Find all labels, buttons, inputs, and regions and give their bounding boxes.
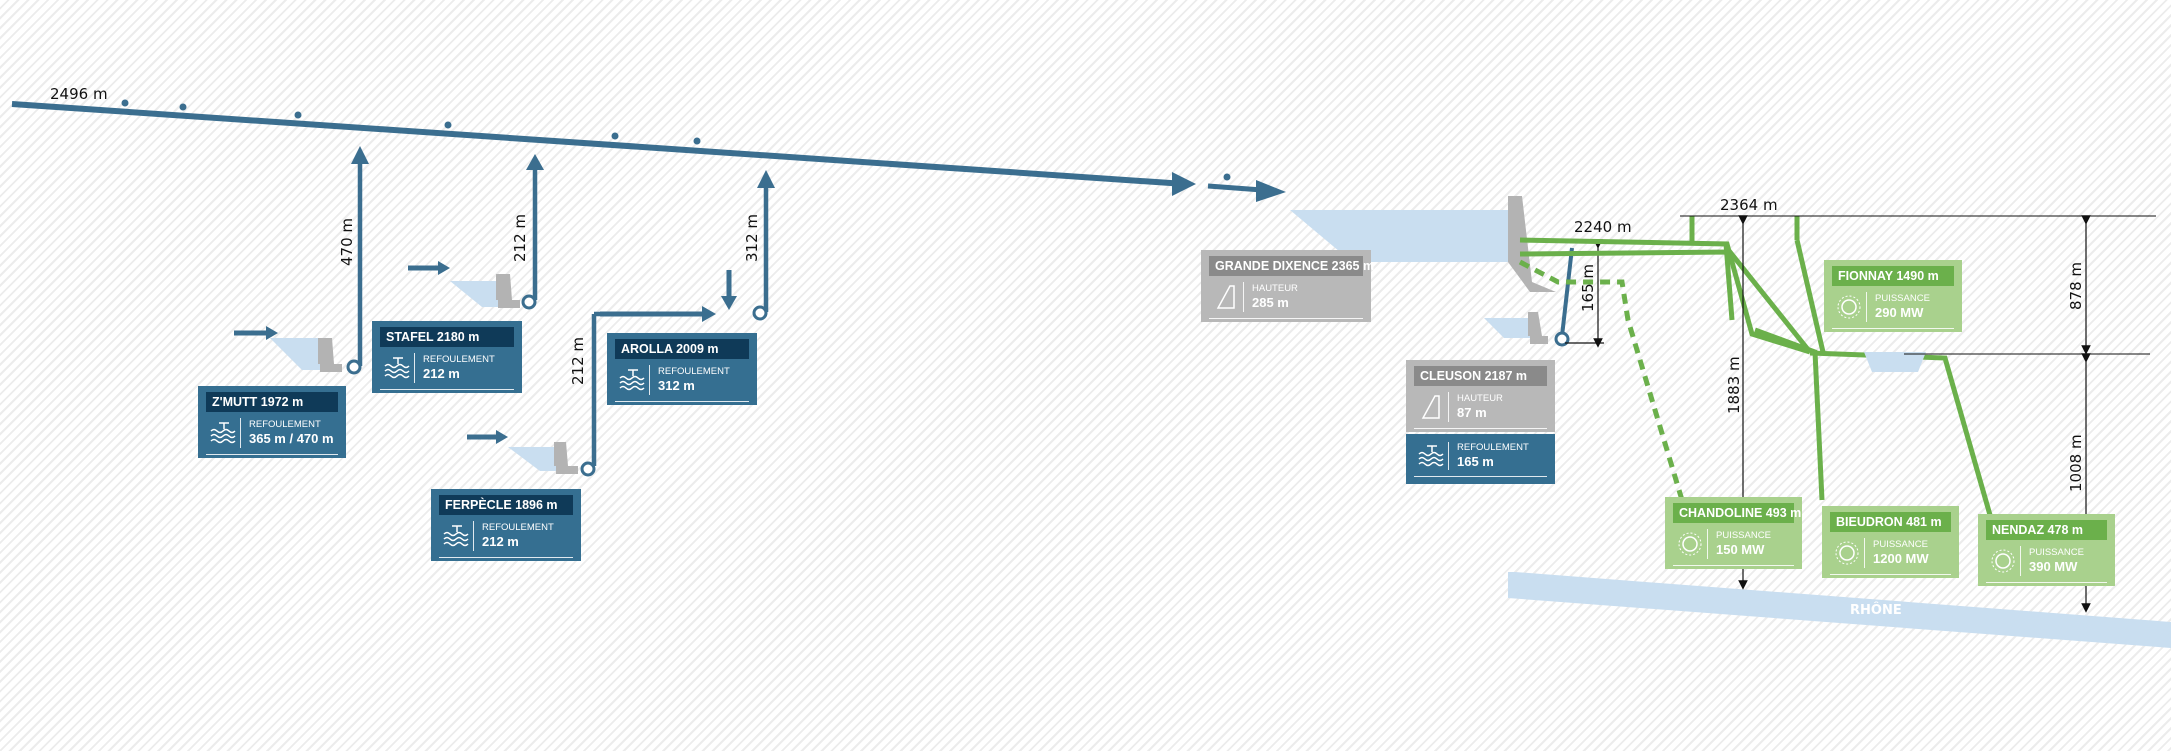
cleuson-card[interactable]: CLEUSON 2187 m HAUTEUR 87 m	[1406, 360, 1555, 432]
ferpecle-label: REFOULEMENT	[482, 522, 554, 533]
cleuson-dam	[1528, 312, 1542, 336]
right-top-label: 2364 m	[1720, 196, 1778, 214]
grande-dixence-dam	[1508, 196, 1556, 292]
cleuson-pump-circle	[1554, 331, 1570, 347]
cleuson-pump-card[interactable]: REFOULEMENT 165 m	[1406, 434, 1555, 484]
nendaz-card[interactable]: NENDAZ 478 m PUISSANCE 390 MW	[1978, 514, 2115, 586]
turbine-icon	[1832, 292, 1867, 322]
cleuson-label: HAUTEUR	[1457, 393, 1503, 404]
fionnay-value: 290 MW	[1875, 305, 1924, 320]
stafel-value: 212 m	[423, 366, 460, 381]
fionnay-drop-label: 878 m	[2067, 262, 2085, 310]
river-label: RHÔNE	[1850, 602, 1902, 618]
stafel-station	[408, 154, 544, 310]
cleuson-value: 87 m	[1457, 405, 1487, 420]
pump-icon	[439, 521, 474, 551]
nendaz-title: NENDAZ 478 m	[1986, 520, 2107, 540]
stafel-label: REFOULEMENT	[423, 354, 495, 365]
grande-dixence-card[interactable]: GRANDE DIXENCE 2365 m HAUTEUR 285 m	[1201, 250, 1374, 322]
chandoline-card[interactable]: CHANDOLINE 493 m PUISSANCE 150 MW	[1665, 497, 1802, 569]
zmutt-value: 365 m / 470 m	[249, 431, 334, 446]
ferpecle-station	[467, 311, 600, 477]
arolla-card[interactable]: AROLLA 2009 m REFOULEMENT 312 m	[607, 333, 757, 405]
nendaz-label: PUISSANCE	[2029, 547, 2084, 558]
cleuson-pump-value: 165 m	[1457, 454, 1494, 469]
zmutt-station	[234, 146, 369, 375]
pump-icon	[615, 365, 650, 395]
zmutt-title: Z'MUTT 1972 m	[206, 392, 338, 412]
cleuson-pump-label: REFOULEMENT	[1457, 442, 1529, 453]
turbine-icon	[1986, 546, 2021, 576]
cleuson-title: CLEUSON 2187 m	[1414, 366, 1547, 386]
pump-icon	[1414, 442, 1449, 470]
turbine-icon	[1830, 538, 1865, 568]
ferpecle-card[interactable]: FERPÈCLE 1896 m REFOULEMENT 212 m	[431, 489, 581, 561]
zmutt-card[interactable]: Z'MUTT 1972 m REFOULEMENT 365 m / 470 m	[198, 386, 346, 458]
green-dashed-pipe	[1518, 259, 1685, 501]
fionnay-label: PUISSANCE	[1875, 293, 1930, 304]
grande-dixence-label: HAUTEUR	[1252, 283, 1298, 294]
collector-arrow-2-head	[1256, 180, 1286, 202]
chandoline-drop-label: 1883 m	[1725, 356, 1743, 414]
ferpecle-value: 212 m	[482, 534, 519, 549]
turbine-icon	[1673, 529, 1708, 559]
chandoline-title: CHANDOLINE 493 m	[1673, 503, 1801, 523]
arolla-station	[600, 170, 775, 322]
dam-icon	[1209, 282, 1244, 312]
ferpecle-title: FERPÈCLE 1896 m	[439, 495, 573, 515]
ferpecle-height-label: 212 m	[569, 337, 587, 385]
zmutt-label: REFOULEMENT	[249, 419, 321, 430]
stafel-card[interactable]: STAFEL 2180 m REFOULEMENT 212 m	[372, 321, 522, 393]
grande-dixence-title: GRANDE DIXENCE 2365 m	[1209, 256, 1374, 276]
cleuson-dam-base	[1530, 336, 1548, 344]
bieudron-title: BIEUDRON 481 m	[1830, 512, 1951, 532]
intake-dots	[121, 99, 1231, 181]
arolla-height-label: 312 m	[743, 214, 761, 262]
collector-arrow-2	[1207, 183, 1263, 193]
cleuson-pump-pipe	[1560, 247, 1574, 337]
arolla-title: AROLLA 2009 m	[615, 339, 749, 359]
pump-icon	[206, 418, 241, 448]
stafel-height-label: 212 m	[511, 214, 529, 262]
chandoline-value: 150 MW	[1716, 542, 1765, 557]
dam-icon	[1414, 392, 1449, 422]
main-collector-pipe	[11, 101, 1186, 187]
bieudron-value: 1200 MW	[1873, 551, 1929, 566]
pump-icon	[380, 353, 415, 383]
fionnay-title: FIONNAY 1490 m	[1832, 266, 1954, 286]
dixence-level-label: 2240 m	[1574, 218, 1632, 236]
grande-dixence-lake	[1290, 210, 1510, 262]
rhone-river	[1508, 572, 2171, 648]
top-altitude-label: 2496 m	[50, 85, 108, 103]
cleuson-drop-label: 165 m	[1579, 264, 1597, 312]
arolla-value: 312 m	[658, 378, 695, 393]
fionnay-basin	[1864, 352, 1926, 372]
fionnay-card[interactable]: FIONNAY 1490 m PUISSANCE 290 MW	[1824, 260, 1962, 332]
collector-arrow-head	[1172, 172, 1196, 196]
grande-dixence-value: 285 m	[1252, 295, 1289, 310]
nendaz-value: 390 MW	[2029, 559, 2078, 574]
zmutt-height-label: 470 m	[338, 218, 356, 266]
bieudron-label: PUISSANCE	[1873, 539, 1928, 550]
stafel-title: STAFEL 2180 m	[380, 327, 514, 347]
cleuson-lake	[1484, 318, 1536, 338]
arolla-label: REFOULEMENT	[658, 366, 730, 377]
chandoline-label: PUISSANCE	[1716, 530, 1771, 541]
bieudron-card[interactable]: BIEUDRON 481 m PUISSANCE 1200 MW	[1822, 506, 1959, 578]
nendaz-drop-label: 1008 m	[2067, 434, 2085, 492]
